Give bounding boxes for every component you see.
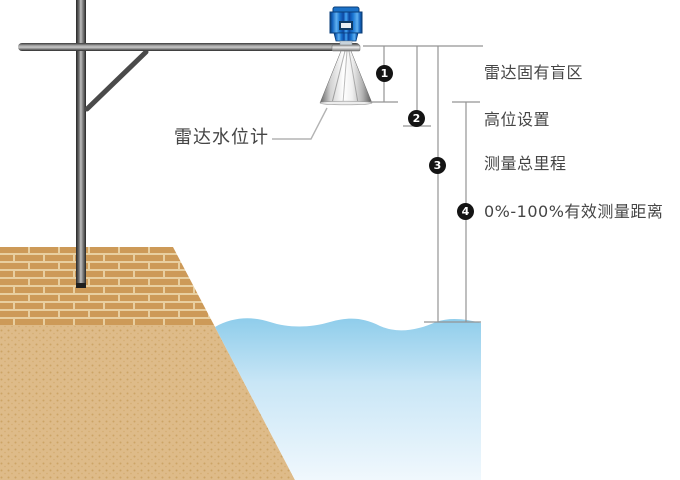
water	[215, 318, 481, 480]
diagonal-brace	[84, 49, 149, 112]
label-high-level-setting: 高位设置	[484, 110, 551, 129]
marker-2: 2	[408, 110, 425, 127]
brick-embankment	[0, 247, 214, 325]
device-label: 雷达水位计	[174, 127, 269, 148]
vertical-pole	[76, 0, 86, 288]
marker-3: 3	[429, 157, 446, 174]
marker-1: 1	[376, 65, 393, 82]
pole-bottom-cap	[76, 283, 86, 288]
dimension-lines	[363, 45, 483, 323]
sensor-lower-body	[333, 32, 359, 42]
leader-line	[272, 107, 328, 140]
horn-rim	[319, 100, 373, 106]
sand-embankment	[0, 325, 295, 480]
horn-streak	[348, 50, 359, 104]
label-effective-measuring-distance: 0%-100%有效测量距离	[484, 202, 664, 221]
marker-3-number: 3	[433, 159, 442, 172]
marker-1-number: 1	[380, 67, 389, 80]
sensor-display	[341, 23, 351, 28]
radar-sensor	[319, 6, 373, 106]
label-blind-zone: 雷达固有盲区	[484, 63, 584, 82]
sensor-flange	[331, 44, 361, 52]
horn-streak	[331, 50, 346, 104]
marker-4-number: 4	[461, 205, 470, 218]
horn-streak	[342, 50, 348, 104]
label-total-measuring-range: 测量总里程	[484, 154, 567, 173]
marker-4: 4	[457, 203, 474, 220]
horizontal-arm	[18, 43, 360, 51]
marker-2-number: 2	[412, 112, 421, 125]
